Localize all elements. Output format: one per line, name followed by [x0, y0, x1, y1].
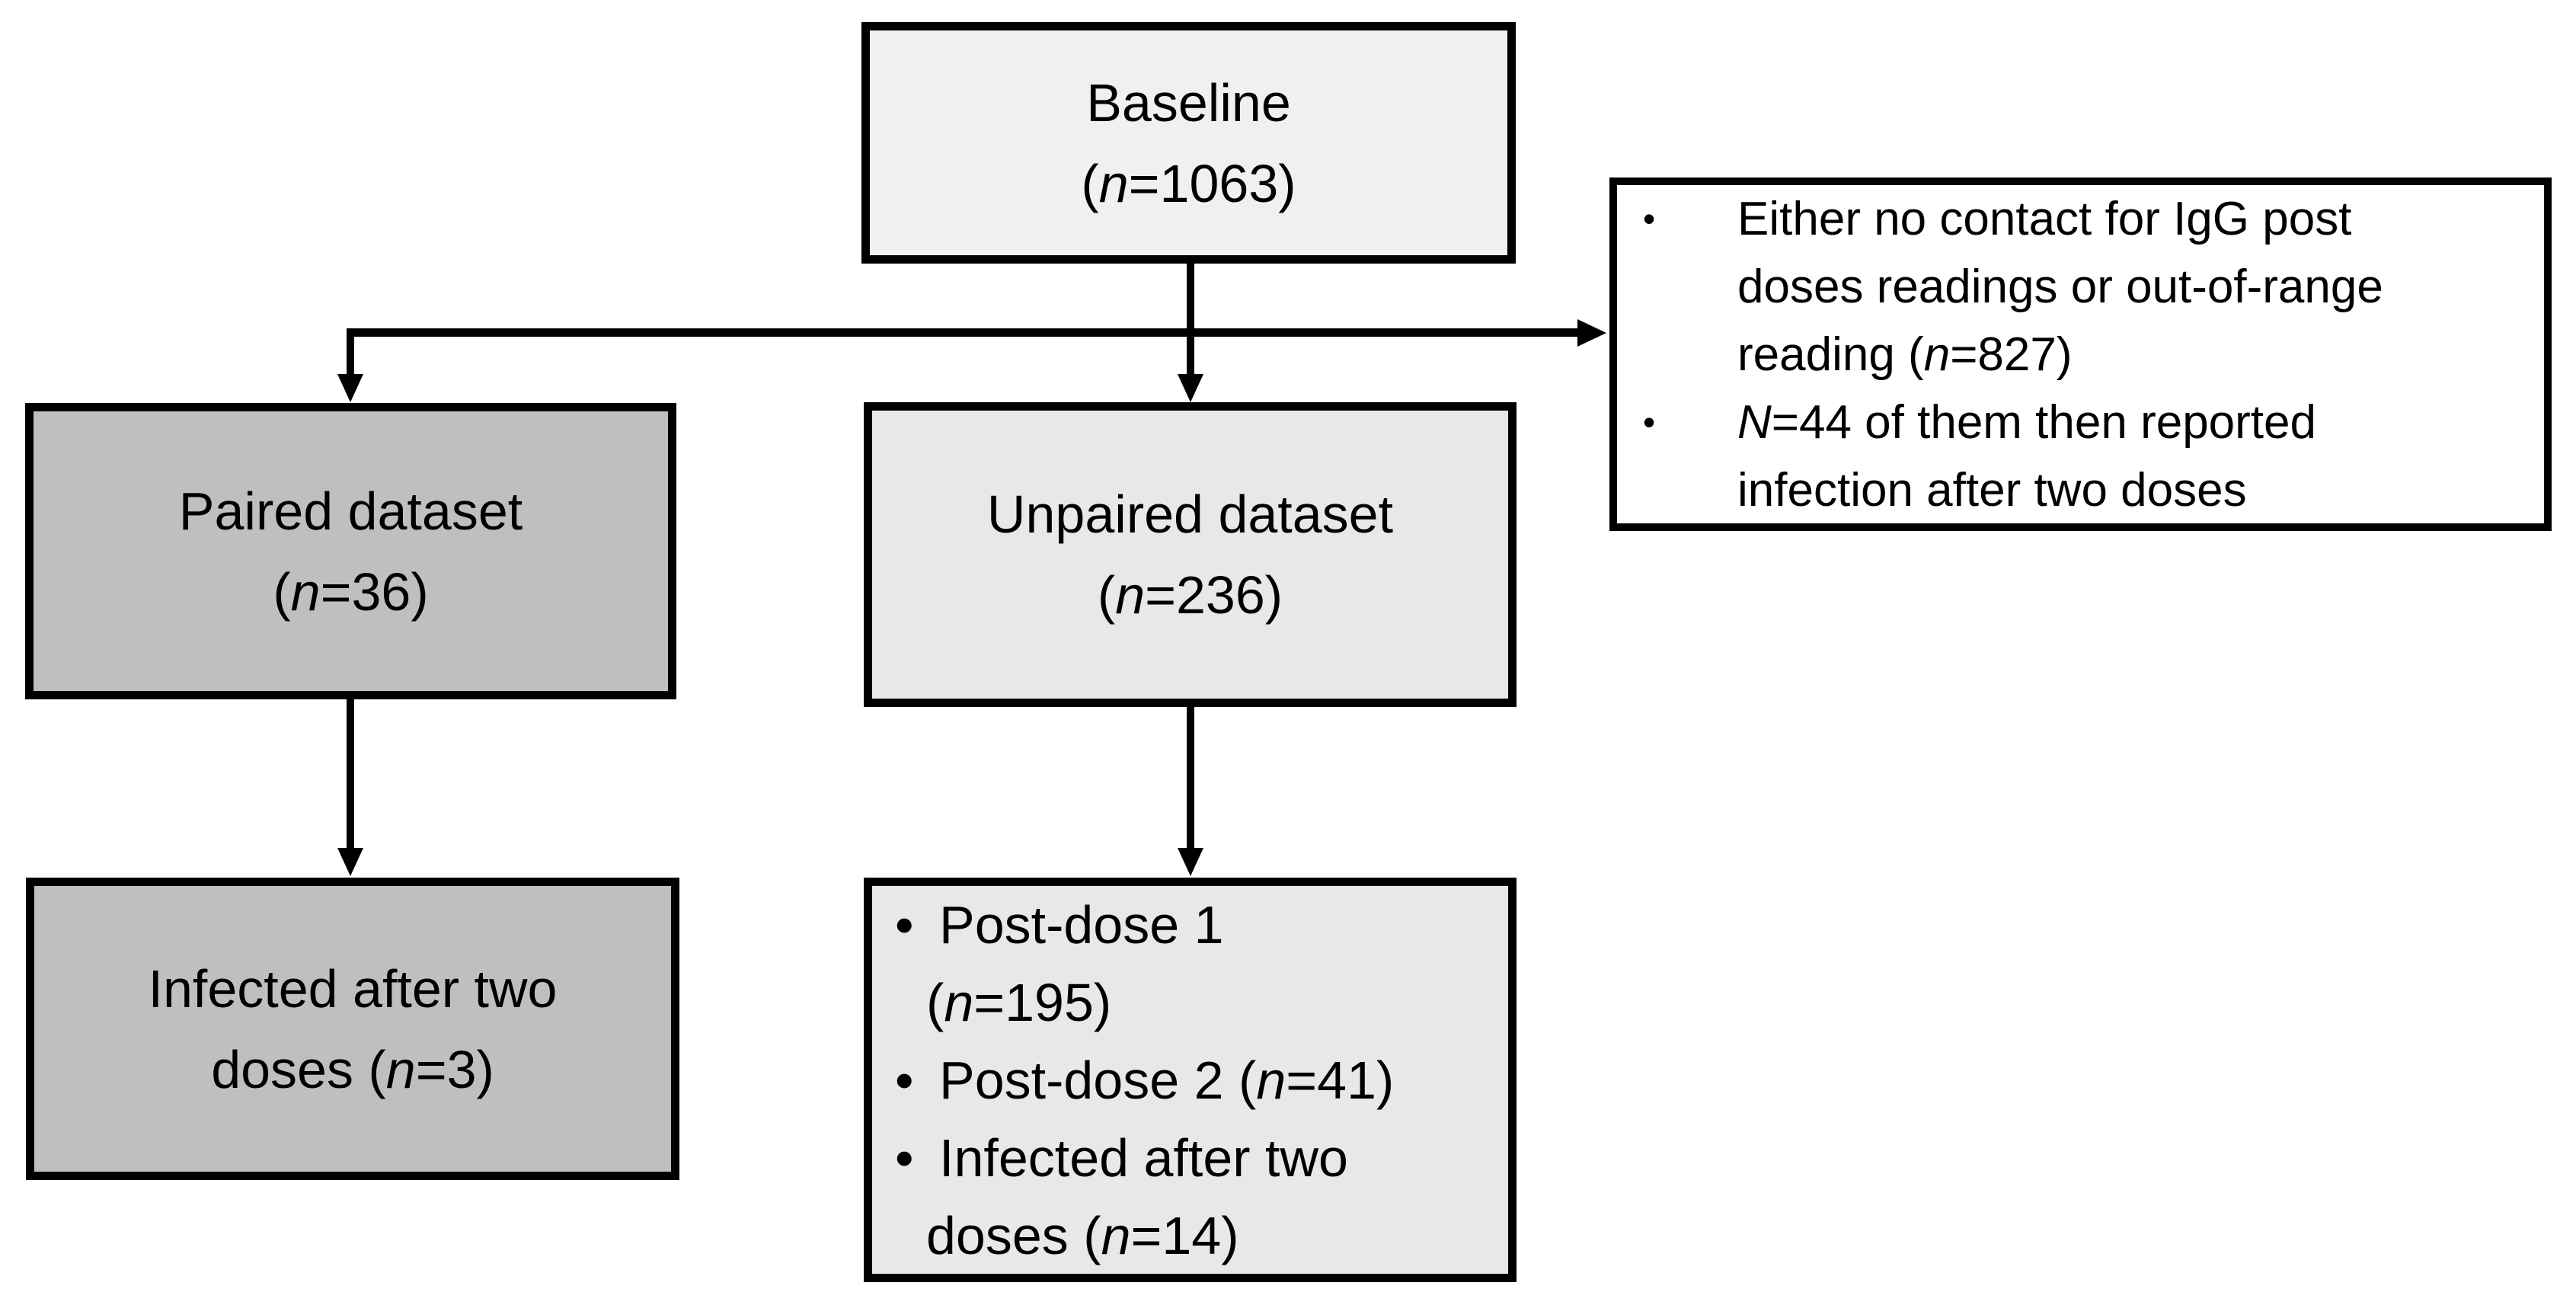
bullet-text: Infected after two — [939, 1119, 1504, 1197]
italic-text-segment: n — [944, 972, 974, 1032]
bullet-text: Post-dose 2 (n=41) — [939, 1041, 1504, 1119]
italic-text-segment: n — [1256, 1050, 1286, 1110]
exclusion-note-box: • Either no contact for IgG post doses rea… — [1609, 178, 2552, 531]
text-segment: =1063) — [1128, 153, 1296, 213]
text-segment: =36) — [320, 561, 429, 622]
bullet-item-line: • Either no contact for IgG post — [1643, 185, 2538, 253]
italic-text-segment: n — [1098, 153, 1129, 213]
arrow-line-paired-down — [347, 699, 354, 849]
arrow-line-unpaired-down — [1187, 707, 1194, 849]
italic-text-segment: n — [1115, 565, 1146, 625]
bullet-text: doses (n=14) — [926, 1197, 1504, 1275]
bullet-text: infection after two doses — [1737, 456, 2538, 524]
unpaired-dataset-box: Unpaired dataset (n=236) — [864, 402, 1517, 707]
text-segment: Post-dose 2 ( — [939, 1050, 1257, 1110]
text-segment: Infected after two — [939, 1127, 1348, 1188]
italic-text-segment: N — [1737, 395, 1772, 449]
bullet-text: Post-dose 1 — [939, 886, 1504, 964]
text-segment: =3) — [415, 1039, 494, 1099]
text-segment: Baseline — [1086, 72, 1291, 133]
bullet-item-line: doses readings or out-of-range — [1643, 253, 2538, 321]
text-segment: ( — [926, 972, 944, 1032]
text-line: (n=1063) — [1081, 143, 1296, 224]
bullet-item-line: doses (n=14) — [895, 1197, 1504, 1275]
text-segment: Unpaired dataset — [986, 485, 1394, 544]
arrowhead-down-to-infected-icon — [337, 848, 363, 876]
bullet-dot-icon: • — [895, 894, 914, 955]
text-line: Unpaired dataset — [987, 474, 1393, 555]
paired-dataset-box: Paired dataset (n=36) — [25, 403, 676, 699]
bullet-item-line: (n=195) — [895, 964, 1504, 1041]
arrowhead-down-to-detail-icon — [1178, 848, 1203, 876]
bullet-item-line: • N=44 of them then reported — [1643, 389, 2538, 456]
unpaired-detail-box: •Post-dose 1(n=195)•Post-dose 2 (n=41)•I… — [864, 878, 1517, 1282]
arrow-line-baseline-down — [1187, 263, 1194, 376]
text-line: Infected after two — [149, 948, 558, 1029]
text-line: doses (n=3) — [211, 1029, 494, 1110]
text-segment: reading ( — [1737, 328, 1924, 381]
text-segment: =44 of them then reported — [1771, 395, 2316, 449]
bullet-text: doses readings or out-of-range — [1737, 253, 2538, 321]
arrowhead-down-to-paired-icon — [337, 374, 363, 402]
bullet-dot-icon: • — [1643, 401, 1656, 442]
bullet-item-line: reading (n=827) — [1643, 321, 2538, 389]
bullet-text: reading (n=827) — [1737, 321, 2538, 389]
italic-text-segment: n — [290, 561, 321, 622]
text-segment: Either no contact for IgG post — [1737, 192, 2352, 245]
bullet-text: Either no contact for IgG post — [1737, 185, 2538, 253]
text-segment: doses ( — [211, 1039, 386, 1099]
text-line: (n=36) — [273, 552, 428, 632]
arrowhead-right-to-exclusion-icon — [1577, 319, 1606, 347]
text-segment: ( — [273, 561, 291, 622]
bullet-text: (n=195) — [926, 964, 1504, 1041]
bullet-item-line: infection after two doses — [1643, 456, 2538, 524]
text-segment: ( — [1097, 565, 1116, 625]
italic-text-segment: n — [1101, 1205, 1131, 1265]
bullet-dot-icon: • — [895, 1050, 914, 1110]
text-segment: Post-dose 1 — [939, 894, 1224, 955]
arrowhead-down-to-unpaired-icon — [1178, 374, 1203, 402]
text-segment: =195) — [973, 972, 1112, 1032]
text-segment: =41) — [1286, 1050, 1395, 1110]
arrow-line-branch-horizontal — [347, 328, 1579, 337]
italic-text-segment: n — [385, 1039, 416, 1099]
bullet-dot-icon: • — [1643, 198, 1656, 238]
text-segment: =236) — [1145, 565, 1283, 625]
bullet-item-line: • Infected after two — [895, 1119, 1504, 1197]
text-segment: doses readings or out-of-range — [1737, 260, 2383, 313]
text-segment: infection after two doses — [1737, 463, 2247, 517]
text-line: Paired dataset — [179, 471, 523, 552]
text-line: Baseline — [1086, 62, 1291, 143]
infected-paired-box: Infected after two doses (n=3) — [26, 878, 679, 1180]
text-segment: ( — [1081, 153, 1099, 213]
arrow-line-branch-left-down — [347, 328, 354, 376]
bullet-item-line: • Post-dose 2 (n=41) — [895, 1041, 1504, 1119]
text-segment: doses ( — [926, 1205, 1101, 1265]
italic-text-segment: n — [1923, 328, 1951, 381]
bullet-dot-icon: • — [895, 1127, 914, 1188]
text-segment: Paired dataset — [178, 481, 523, 541]
baseline-box: Baseline (n=1063) — [861, 22, 1516, 264]
bullet-item-line: • Post-dose 1 — [895, 886, 1504, 964]
text-segment: Infected after two — [148, 958, 558, 1019]
bullet-text: N=44 of them then reported — [1737, 389, 2538, 456]
text-segment: =827) — [1950, 328, 2073, 381]
text-line: (n=236) — [1098, 555, 1283, 635]
text-segment: =14) — [1130, 1205, 1239, 1265]
